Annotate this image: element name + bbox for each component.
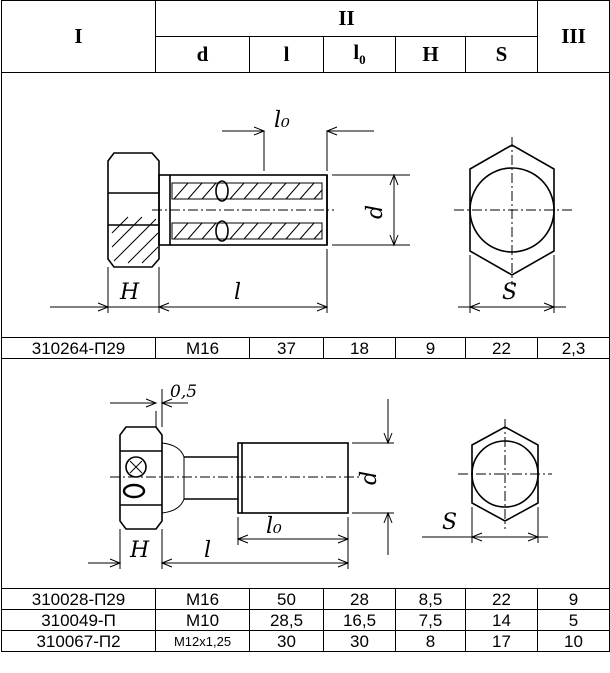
- row2-s: 22: [464, 588, 539, 610]
- row2-h: 8,5: [395, 588, 466, 610]
- subheader-d: d: [155, 36, 250, 73]
- label-h-1: H: [119, 280, 140, 305]
- dimensions-2: [88, 389, 394, 569]
- subheader-s: S: [464, 36, 539, 73]
- row3-h: 7,5: [395, 609, 466, 631]
- row1-l: 37: [249, 337, 324, 359]
- row1-code: 310264-П29: [1, 337, 156, 359]
- bolt-head-side-1: [107, 152, 160, 268]
- subheader-row: d l l0 H S: [2, 36, 610, 73]
- data-row-2: 310028-П29 M16 50 28 8,5 22 9: [1, 588, 610, 610]
- row4-s: 17: [464, 630, 539, 652]
- row4-l0: 30: [323, 630, 396, 652]
- header-row: I II III: [1, 0, 610, 73]
- data-row-3: 310049-П M10 28,5 16,5 7,5 14 5: [1, 609, 610, 631]
- label-h-2: H: [129, 538, 150, 563]
- label-s-1: S: [502, 280, 517, 305]
- figure-1-cell: l₀ d H l S: [0, 72, 610, 338]
- row3-s: 14: [464, 609, 539, 631]
- subheader-l: l: [249, 36, 324, 73]
- row2-mass: 9: [537, 588, 610, 610]
- label-l0-2: l₀: [266, 514, 282, 539]
- row4-d: M12x1,25: [155, 630, 250, 652]
- row1-s: 22: [464, 337, 539, 359]
- row1-l0: 18: [323, 337, 396, 359]
- bolt-shank-2: [110, 442, 360, 514]
- row4-mass: 10: [537, 630, 610, 652]
- row4-l: 30: [249, 630, 324, 652]
- row2-l: 50: [249, 588, 324, 610]
- subheader-l0-sub: 0: [359, 52, 366, 68]
- label-gap-2: 0,5: [170, 382, 197, 402]
- row2-d: M16: [155, 588, 250, 610]
- dimensions-1: [50, 126, 410, 313]
- row3-code: 310049-П: [1, 609, 156, 631]
- bolt-shank-1: [152, 174, 334, 246]
- bolt-head-end-1: [454, 137, 572, 313]
- row4-h: 8: [395, 630, 466, 652]
- label-d-2: d: [357, 471, 382, 485]
- row2-l0: 28: [323, 588, 396, 610]
- subheader-l0-main: l: [353, 40, 360, 65]
- row3-l0: 16,5: [323, 609, 396, 631]
- bolt-head-side-2: [119, 426, 185, 530]
- bolt-head-end-2: [422, 419, 552, 543]
- subheader-l0: l0: [323, 36, 396, 73]
- bolt-drawing-2: 0,5 d H l l₀ S: [88, 382, 552, 569]
- header-col-3: III: [537, 0, 610, 73]
- bolt-spec-table: I II III d l l0 H S: [0, 0, 610, 652]
- header-col-2: II: [154, 0, 539, 37]
- label-s-2: S: [442, 510, 457, 535]
- row3-d: M10: [155, 609, 250, 631]
- row1-h: 9: [395, 337, 466, 359]
- bolt-drawing-1: l₀ d H l S: [50, 108, 572, 313]
- row3-l: 28,5: [249, 609, 324, 631]
- label-d-1: d: [363, 205, 388, 219]
- figure-row-1: l₀ d H l S: [0, 72, 610, 338]
- row3-mass: 5: [537, 609, 610, 631]
- data-row-1: 310264-П29 M16 37 18 9 22 2,3: [1, 337, 610, 359]
- row1-mass: 2,3: [537, 337, 610, 359]
- label-l-1: l: [234, 280, 241, 305]
- row1-d: M16: [155, 337, 250, 359]
- label-l-2: l: [204, 538, 211, 563]
- figure-2-cell: 0,5 d H l l₀ S: [0, 358, 610, 589]
- label-l0-1: l₀: [274, 108, 290, 133]
- row2-code: 310028-П29: [1, 588, 156, 610]
- row4-code: 310067-П2: [1, 630, 156, 652]
- data-row-4: 310067-П2 M12x1,25 30 30 8 17 10: [1, 630, 610, 652]
- header-col-1: I: [1, 0, 156, 73]
- subheader-h: H: [395, 36, 466, 73]
- figure-row-2: 0,5 d H l l₀ S: [0, 358, 610, 589]
